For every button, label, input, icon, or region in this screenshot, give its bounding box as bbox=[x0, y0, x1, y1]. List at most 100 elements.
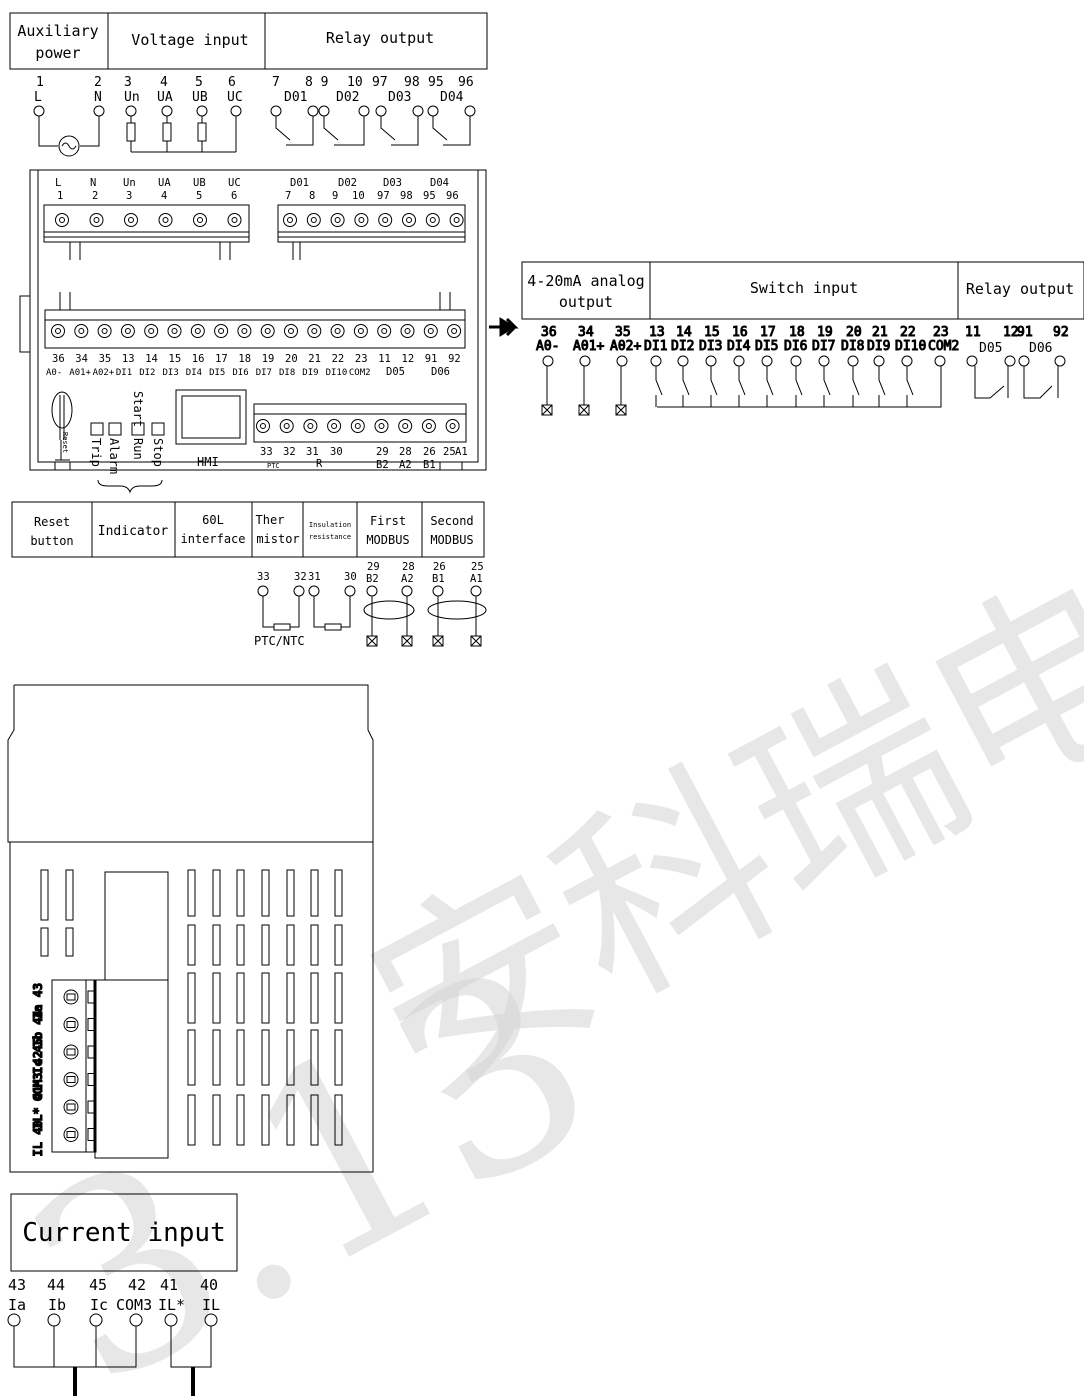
ci-num: 45 bbox=[89, 1276, 107, 1294]
bw-label: A2 bbox=[401, 573, 414, 585]
right-term-num: 17 bbox=[760, 325, 776, 340]
ct-pin-label: IL* 41 bbox=[31, 1086, 45, 1129]
terminal-screws bbox=[51, 213, 464, 433]
vent-slot bbox=[310, 1029, 319, 1086]
vent-slot bbox=[187, 1029, 196, 1086]
lower-num: A1 bbox=[455, 446, 468, 458]
term-letter: UB bbox=[192, 90, 208, 105]
right-term-label: DI4 bbox=[727, 339, 751, 354]
dev-bottom-label: COM2 bbox=[349, 368, 371, 378]
bottom-wiring: 33 32 31 30 29 28 26 25 B2 A2 B1 A1 PTC/… bbox=[254, 561, 487, 648]
dev-bottom-num: 21 bbox=[308, 353, 321, 365]
right-term-label: DI3 bbox=[699, 339, 722, 354]
fuse-icon bbox=[162, 122, 172, 142]
terminal-screw-icon bbox=[89, 213, 104, 227]
terminal-screw-icon bbox=[402, 213, 416, 227]
terminal-icon bbox=[818, 355, 830, 367]
hdr-60l-2: interface bbox=[180, 532, 245, 546]
dev-bottom-num: 22 bbox=[332, 353, 345, 365]
vent-slot bbox=[261, 1029, 270, 1086]
dev-relay-group: D03 bbox=[383, 177, 402, 189]
terminal-screw-icon bbox=[227, 213, 242, 227]
dev-bottom-label: DI8 bbox=[279, 368, 295, 378]
dev-bottom-num: 16 bbox=[192, 353, 205, 365]
ct-pin-icon bbox=[63, 1044, 97, 1060]
twisted-pair-icon bbox=[427, 600, 487, 620]
terminal-screw-icon bbox=[256, 419, 270, 433]
header-aux-line1: Auxiliary bbox=[17, 22, 98, 40]
term-num: 1 bbox=[36, 75, 44, 90]
term-num: 8 9 bbox=[305, 75, 328, 90]
vent-slot bbox=[334, 924, 343, 966]
dev-bottom-num: 34 bbox=[75, 353, 88, 365]
ci-label: IL bbox=[202, 1296, 220, 1314]
term-num: 98 bbox=[404, 75, 420, 90]
dev-bottom-num: 18 bbox=[238, 353, 251, 365]
ci-num: 40 bbox=[200, 1276, 218, 1294]
terminal-screw-icon bbox=[144, 324, 159, 338]
vent-slot bbox=[236, 1029, 245, 1086]
twisted-pair-icon bbox=[363, 600, 415, 620]
term-num: 6 bbox=[228, 75, 236, 90]
vent-slot bbox=[261, 924, 270, 966]
terminal-screw-icon bbox=[377, 324, 392, 338]
dev-num: 6 bbox=[231, 190, 237, 202]
right-relay: D05 bbox=[979, 341, 1002, 356]
vent-slot bbox=[310, 869, 319, 917]
dev-bottom-num: 91 bbox=[425, 353, 438, 365]
ct-pin-label: Ia 43 bbox=[31, 983, 45, 1019]
ci-label: Ic bbox=[90, 1296, 108, 1314]
dev-bottom-num: 12 bbox=[402, 353, 415, 365]
header-aux-line2: power bbox=[35, 44, 80, 62]
terminal-screw-icon bbox=[374, 419, 389, 433]
terminal-screw-icon bbox=[330, 324, 345, 338]
dev-relay-group: D02 bbox=[338, 177, 357, 189]
hdr-first-2: MODBUS bbox=[366, 533, 409, 547]
terminal-icon bbox=[966, 355, 978, 367]
dev-num: 5 bbox=[196, 190, 202, 202]
dev-bottom-label: A01+ bbox=[69, 368, 91, 378]
header-relay-output: Relay output bbox=[326, 29, 434, 47]
dev-relay-group: D06 bbox=[431, 366, 450, 378]
dev-relay-group: D01 bbox=[290, 177, 309, 189]
lower-label: A2 bbox=[399, 459, 412, 471]
terminal-screw-icon bbox=[284, 324, 298, 338]
hdr-60l-1: 60L bbox=[202, 513, 224, 527]
vent-slot bbox=[212, 972, 221, 1024]
right-term-num: 14 bbox=[676, 325, 692, 340]
dev-bottom-label: DI4 bbox=[186, 368, 202, 378]
terminal-icon bbox=[934, 355, 946, 367]
ac-source-icon bbox=[58, 135, 80, 157]
hdr-reset-1: Reset bbox=[34, 515, 70, 529]
dev-bottom-label: DI10 bbox=[326, 368, 348, 378]
ct-pin-icon bbox=[63, 1127, 97, 1142]
hdr-right-relay: Relay output bbox=[966, 280, 1074, 298]
terminal-icon bbox=[901, 355, 913, 367]
bw-num: 28 bbox=[402, 561, 415, 573]
relay-label: D02 bbox=[336, 90, 359, 105]
right-term-num: 34 bbox=[578, 325, 594, 340]
right-term-label: DI7 bbox=[812, 339, 835, 354]
ground-icons bbox=[541, 404, 627, 416]
dev-bottom-num: 23 bbox=[355, 353, 368, 365]
indicator-label: Trip bbox=[89, 438, 103, 467]
dev-relay-num: 95 bbox=[423, 190, 436, 202]
terminal-screw-icon bbox=[350, 419, 365, 433]
hdr-switch: Switch input bbox=[750, 279, 858, 297]
lower-label: B2 bbox=[376, 459, 389, 471]
term-num: 96 bbox=[458, 75, 474, 90]
ct-pin-icon bbox=[63, 989, 97, 1005]
ptc-ntc-label: PTC/NTC bbox=[254, 634, 305, 648]
dev-bottom-label: DI7 bbox=[256, 368, 272, 378]
fuse-icon bbox=[197, 122, 207, 142]
ci-num: 41 bbox=[160, 1276, 178, 1294]
dev-bottom-label: DI6 bbox=[232, 368, 248, 378]
bw-num: 33 bbox=[257, 571, 270, 583]
terminal-screw-icon bbox=[307, 324, 322, 338]
vent-slot bbox=[261, 869, 270, 917]
ct-pin-icon bbox=[63, 1099, 97, 1115]
dev-relay-num: 97 bbox=[377, 190, 390, 202]
vent-slot bbox=[236, 1094, 245, 1146]
vent-slot bbox=[286, 924, 295, 966]
